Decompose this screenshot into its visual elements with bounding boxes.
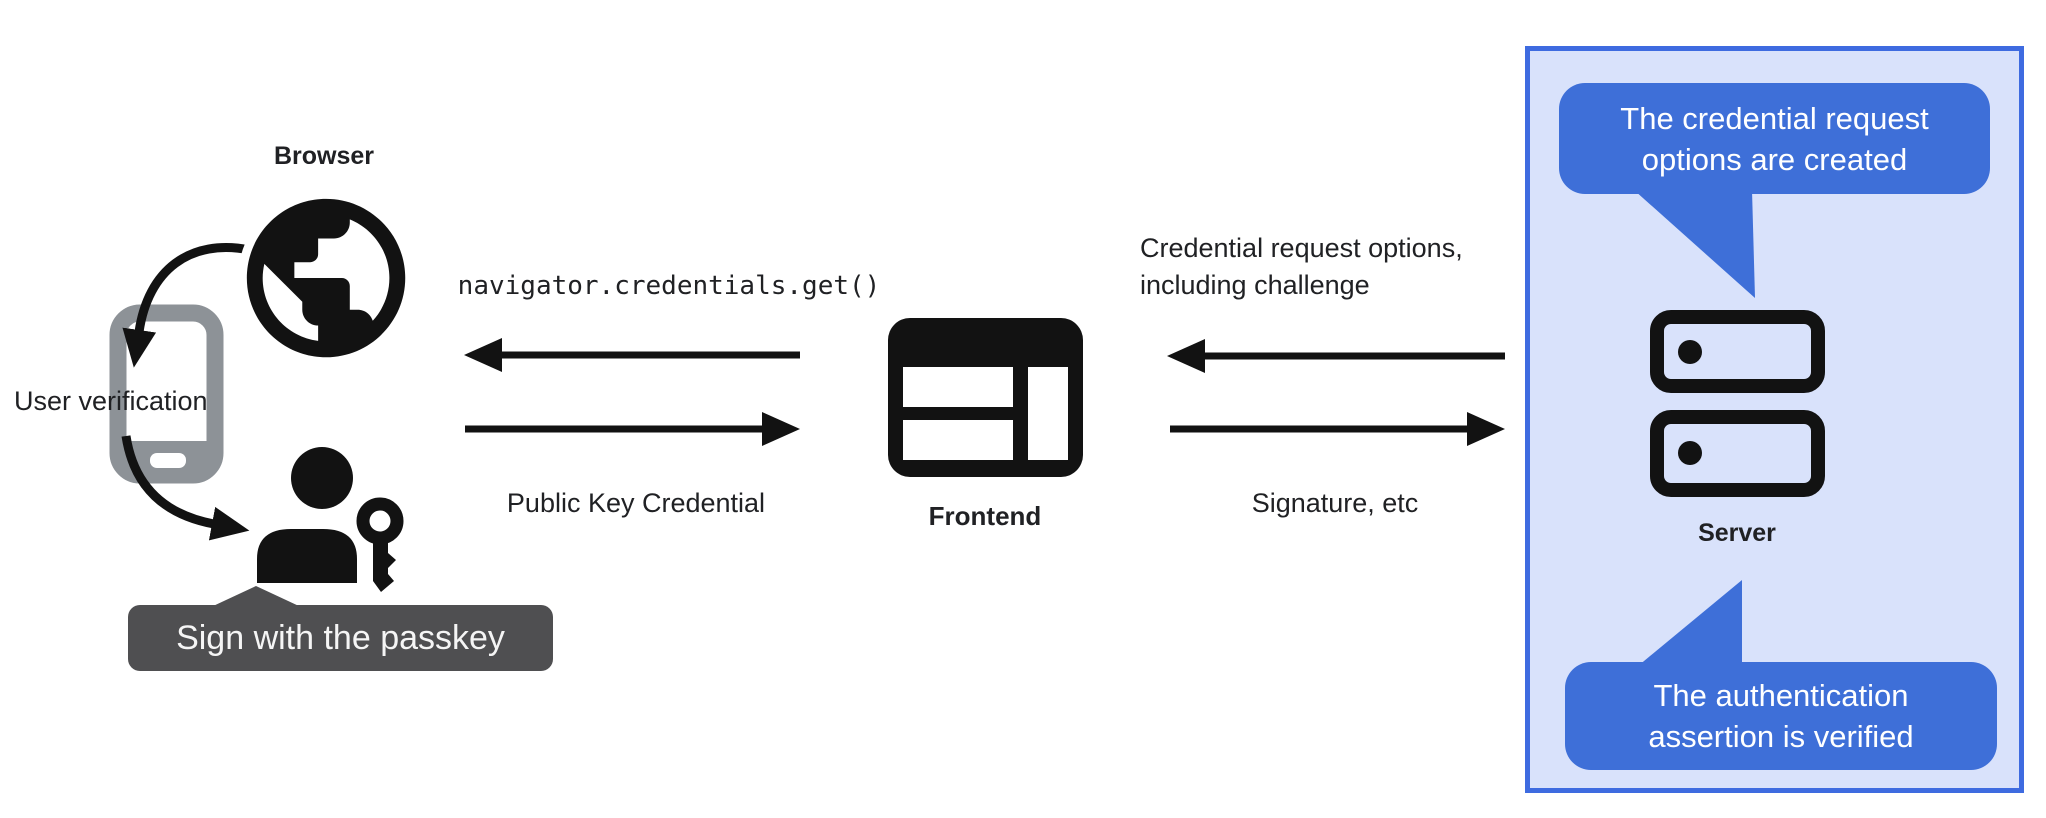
credential-request-line1: Credential request options, (1140, 233, 1463, 263)
server-unit-top (1650, 310, 1825, 393)
speech-bubble-bottom-line2: assertion is verified (1648, 719, 1914, 754)
speech-bubble-bottom-line1: The authentication (1653, 678, 1909, 713)
speech-bubble-bottom-tail (1638, 580, 1742, 666)
browser-window-pane-1 (903, 367, 1013, 407)
public-key-credential-label: Public Key Credential (506, 488, 766, 518)
credential-request-label: Credential request options, including ch… (1140, 230, 1463, 304)
key-icon (356, 497, 404, 592)
browser-window-icon (888, 318, 1083, 477)
curved-arrow-phone-to-user (121, 435, 250, 541)
server-icon (1650, 310, 1825, 497)
key-bow (356, 497, 404, 545)
user-verification-label: User verification (14, 386, 208, 416)
credential-request-line2: including challenge (1140, 270, 1370, 300)
frontend-label: Frontend (928, 501, 1042, 531)
user-body (257, 529, 357, 583)
browser-window-pane-2 (903, 420, 1013, 460)
speech-bubble-bottom: The authentication assertion is verified (1565, 662, 1997, 770)
server-label: Server (1698, 519, 1776, 547)
globe-icon (238, 190, 414, 366)
server-led-top (1678, 340, 1702, 364)
user-passkey-icon (257, 447, 404, 592)
api-call-label: navigator.credentials.get() (457, 271, 881, 301)
server-unit-bottom (1650, 410, 1825, 497)
speech-bubble-top-line2: options are created (1641, 141, 1908, 177)
speech-bubble-top-tail (1634, 190, 1755, 298)
speech-bubble-top: The credential request options are creat… (1559, 83, 1990, 194)
key-stem (373, 536, 396, 592)
curved-arrow-browser-to-phone (122, 243, 251, 368)
speech-bubble-top-line1: The credential request (1620, 100, 1929, 136)
signature-label: Signature, etc (1251, 488, 1419, 518)
browser-window-pane-3 (1028, 367, 1068, 460)
user-head (291, 447, 353, 509)
smartphone-home-bar (150, 453, 186, 468)
passkey-tooltip-text: Sign with the passkey (176, 618, 505, 657)
browser-label: Browser (273, 142, 375, 170)
passkey-tooltip: Sign with the passkey (128, 605, 553, 671)
server-led-bottom (1678, 441, 1702, 465)
